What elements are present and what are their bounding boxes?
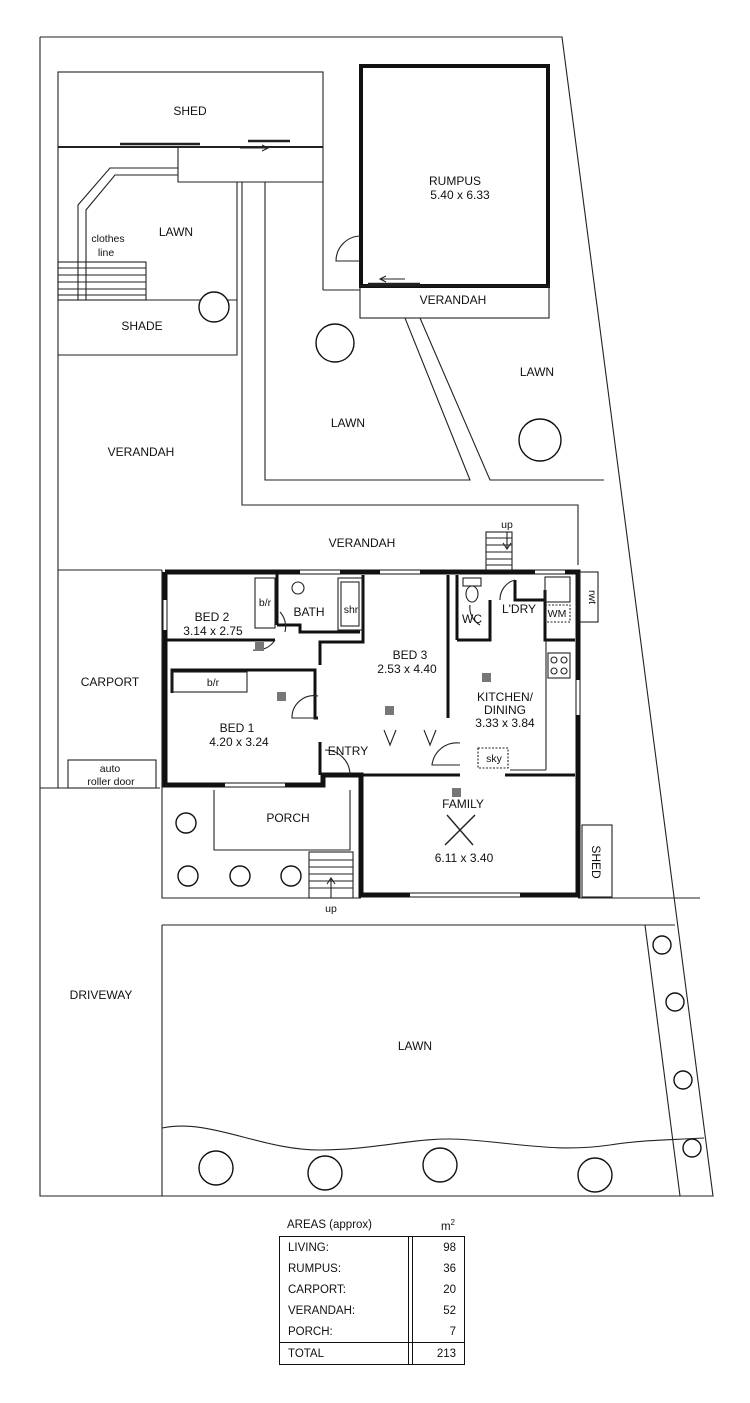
shrub-icon (229, 865, 251, 887)
label-bir-bed2: b/r (259, 597, 272, 609)
roller-door (67, 759, 157, 789)
area-name: RUMPUS: (280, 1258, 409, 1279)
label-lawn-right: LAWN (520, 365, 554, 379)
label-clothes-line-2: line (98, 247, 115, 259)
label-driveway: DRIVEWAY (70, 988, 133, 1002)
shower (337, 577, 363, 631)
label-kitchen: KITCHEN/ (477, 690, 534, 704)
label-bed1-size: 4.20 x 3.24 (209, 735, 269, 749)
area-row: CARPORT: 20 (280, 1279, 464, 1300)
label-verandah-left: VERANDAH (108, 445, 175, 459)
label-up-front: up (325, 903, 337, 915)
area-name: CARPORT: (280, 1279, 409, 1300)
label-clothes-line: clothes (91, 233, 124, 245)
area-name: VERANDAH: (280, 1300, 409, 1321)
label-shade: SHADE (121, 319, 162, 333)
label-bed1: BED 1 (220, 721, 255, 735)
label-wc: WC (462, 612, 482, 626)
area-total-value: 213 (412, 1343, 464, 1364)
property-boundary (39, 36, 714, 1197)
label-bed2-size: 3.14 x 2.75 (183, 624, 243, 638)
area-value: 36 (412, 1258, 464, 1279)
label-lawn-front: LAWN (398, 1039, 432, 1053)
tree-icon (198, 291, 230, 323)
tree-icon (198, 1150, 234, 1186)
label-bed3: BED 3 (393, 648, 428, 662)
label-roller-door-2: roller door (87, 776, 135, 788)
areas-header-label: AREAS (approx) (287, 1219, 373, 1231)
tree-icon (577, 1157, 613, 1193)
back-steps (485, 531, 513, 571)
label-ldry: L'DRY (502, 602, 536, 616)
shrub-icon (652, 935, 672, 955)
label-carport: CARPORT (81, 675, 140, 689)
label-family-size: 6.11 x 3.40 (435, 851, 494, 865)
area-value: 98 (412, 1237, 464, 1258)
tree-icon (422, 1147, 458, 1183)
label-entry: ENTRY (328, 744, 368, 758)
label-verandah-center: VERANDAH (329, 536, 396, 550)
label-family: FAMILY (442, 797, 484, 811)
label-bed3-size: 2.53 x 4.40 (377, 662, 437, 676)
areas-table: AREAS (approx) m2 LIVING: 98 RUMPUS: 36 … (279, 1214, 465, 1365)
label-roller-door: auto (100, 763, 121, 775)
areas-table-body: LIVING: 98 RUMPUS: 36 CARPORT: 20 VERAND… (279, 1236, 465, 1365)
shrub-icon (177, 865, 199, 887)
washing-machine (544, 604, 571, 623)
label-up-back: up (501, 519, 513, 531)
tree-icon (518, 418, 562, 462)
cooktop (547, 652, 571, 679)
area-value: 20 (412, 1279, 464, 1300)
label-bath: BATH (293, 605, 324, 619)
label-sky: sky (486, 753, 503, 765)
area-name: PORCH: (280, 1321, 409, 1342)
tree-icon (315, 323, 355, 363)
label-lawn-middle: LAWN (331, 416, 365, 430)
shrub-icon (280, 865, 302, 887)
label-shr: shr (344, 604, 359, 616)
label-shed-top: SHED (173, 104, 207, 118)
label-bir-bed1: b/r (207, 677, 220, 689)
area-row: RUMPUS: 36 (280, 1258, 464, 1279)
shrub-icon (175, 812, 197, 834)
label-dining: DINING (484, 703, 526, 717)
areas-header: AREAS (approx) m2 (279, 1214, 465, 1236)
verandah-rumpus (359, 285, 550, 319)
area-value: 52 (412, 1300, 464, 1321)
label-kitchen-size: 3.33 x 3.84 (475, 716, 535, 730)
area-row: VERANDAH: 52 (280, 1300, 464, 1321)
label-verandah-rumpus: VERANDAH (420, 293, 487, 307)
label-bed2: BED 2 (195, 610, 230, 624)
label-shed-side: SHED (589, 845, 603, 879)
label-wm: WM (548, 608, 567, 620)
shrub-icon (665, 992, 685, 1012)
area-value: 7 (412, 1321, 464, 1342)
rwt-tank (579, 571, 599, 623)
label-rwt: rwt (586, 590, 598, 604)
area-total-name: TOTAL (280, 1343, 409, 1364)
area-row: PORCH: 7 (280, 1321, 464, 1342)
label-rumpus: RUMPUS (429, 174, 481, 188)
area-row: LIVING: 98 (280, 1237, 464, 1258)
areas-unit: m2 (440, 1217, 455, 1233)
shrub-icon (673, 1070, 693, 1090)
label-rumpus-size: 5.40 x 6.33 (430, 188, 490, 202)
clothes-line-icon (57, 261, 147, 301)
shed-side (581, 824, 613, 898)
label-lawn-left: LAWN (159, 225, 193, 239)
area-name: LIVING: (280, 1237, 409, 1258)
area-total-row: TOTAL 213 (280, 1342, 464, 1364)
label-porch: PORCH (266, 811, 309, 825)
shrub-icon (682, 1138, 702, 1158)
tree-icon (307, 1155, 343, 1191)
